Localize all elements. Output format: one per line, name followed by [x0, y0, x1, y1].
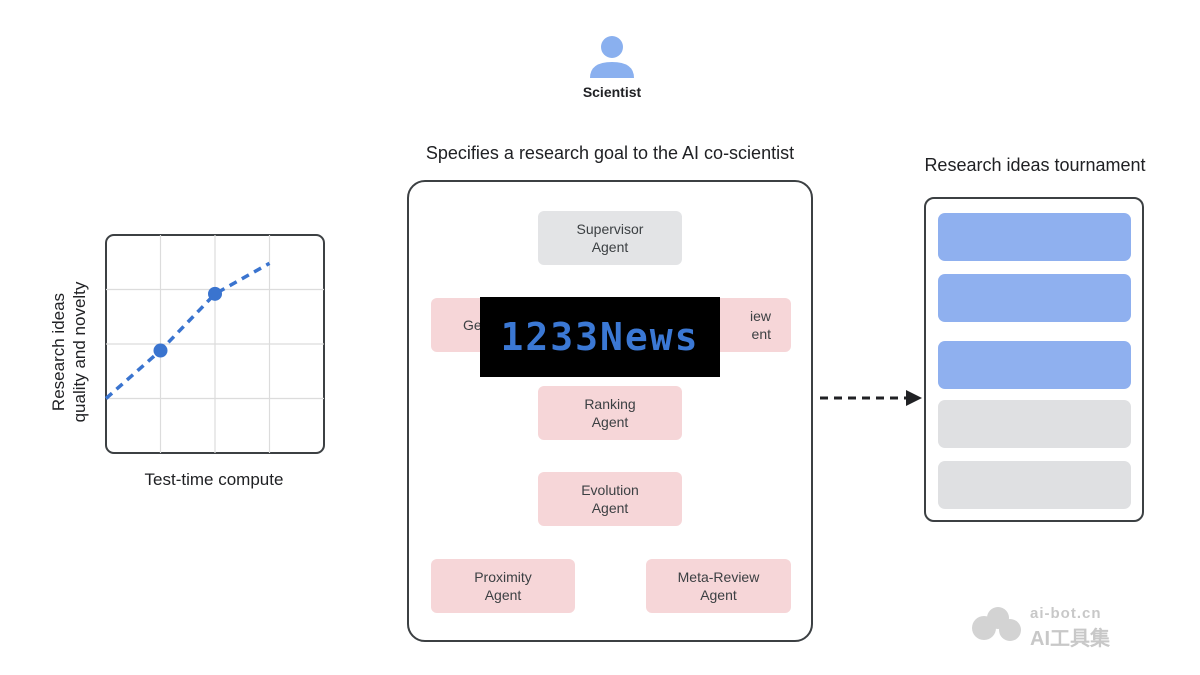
- supervisor-agent: Supervisor Agent: [538, 211, 682, 265]
- evolution-agent: Evolution Agent: [538, 472, 682, 526]
- chart-series-line: [104, 261, 271, 400]
- idea-slot-highlighted: [938, 274, 1131, 322]
- idea-slot-highlighted: [938, 213, 1131, 261]
- scientist-label: Scientist: [582, 84, 642, 100]
- ranking-agent: Ranking Agent: [538, 386, 682, 440]
- chart-y-axis-label: Research ideas quality and novelty: [49, 281, 89, 423]
- chart-data-point: [153, 343, 168, 358]
- tournament-title: Research ideas tournament: [924, 155, 1146, 175]
- brand-domain: ai-bot.cn: [1030, 605, 1102, 622]
- agents-panel: Supervisor Agent Ge iew ent Ranking Agen…: [407, 180, 813, 642]
- proximity-agent: Proximity Agent: [431, 559, 575, 613]
- meta-review-agent: Meta-Review Agent: [646, 559, 791, 613]
- chart-data-point: [208, 286, 222, 301]
- news-watermark: 1233News: [480, 297, 720, 377]
- center-title: Specifies a research goal to the AI co-s…: [425, 143, 795, 163]
- chart-x-axis-label: Test-time compute: [144, 470, 284, 489]
- idea-slot-empty: [938, 400, 1131, 448]
- idea-slot-empty: [938, 461, 1131, 509]
- dashed-arrow-icon: [820, 390, 922, 406]
- quality-chart: [104, 234, 325, 454]
- idea-slot-highlighted: [938, 341, 1131, 389]
- brand-logo-icon: [972, 607, 1021, 641]
- brand-name: AI工具集: [1030, 628, 1110, 650]
- person-icon: [590, 36, 634, 78]
- tournament-panel: [924, 197, 1144, 522]
